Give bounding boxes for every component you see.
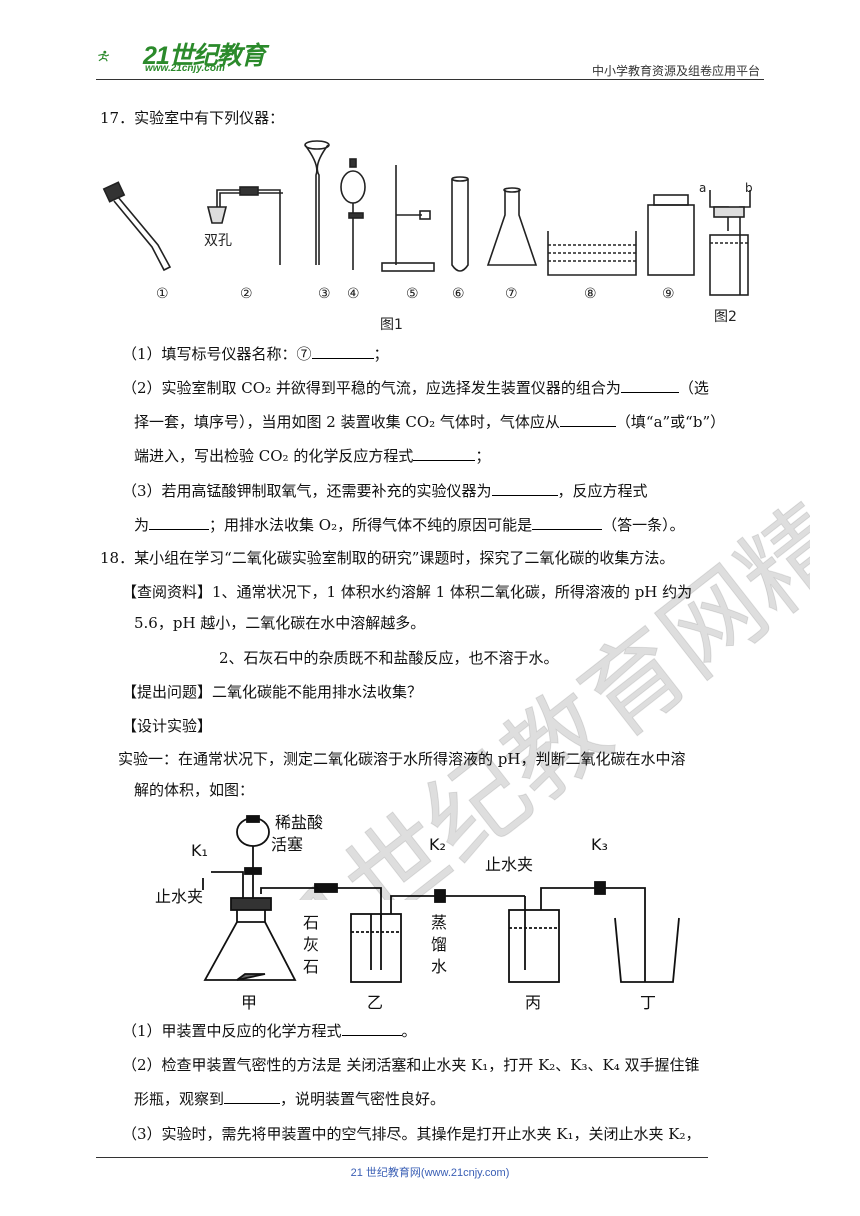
fig1-label-4: ④ [347, 286, 360, 302]
label-shi: 石 [303, 913, 319, 932]
footer-divider [96, 1157, 708, 1158]
q18-info2: 2、石灰石中的杂质既不和盐酸反应，也不溶于水。 [219, 649, 559, 667]
footer-text: 21 世纪教育网(www.21cnjy.com) [350, 1167, 510, 1179]
label-zhishuijia-left: 止水夹 [155, 887, 203, 906]
label-zheng: 蒸 [431, 913, 447, 932]
header-divider [96, 79, 764, 80]
figure-experiment-apparatus: 稀盐酸 活塞 K₁ K₂ K₃ 止水夹 止水夹 石 灰 石 蒸 馏 水 甲 乙 … [155, 813, 680, 1012]
fig1-label-6: ⑥ [452, 286, 465, 302]
fig1-label-3: ③ [318, 286, 331, 302]
label-ding: 丁 [640, 993, 656, 1012]
q17-stem: 17．实验室中有下列仪器： [100, 109, 285, 127]
label-hui: 灰 [303, 935, 319, 954]
label-k2: K₂ [429, 835, 446, 854]
answer-blank[interactable] [149, 515, 210, 530]
q17-part2-line1: （2）实验室制取 CO₂ 并欲得到平稳的气流，应选择发生装置仪器的组合为（选 [122, 378, 709, 397]
label-jia: 甲 [241, 993, 257, 1012]
q18-info1b: 5.6，pH 越小，二氧化碳在水中溶解越多。 [134, 614, 426, 632]
logo-text: 21世纪教育 [143, 42, 266, 70]
q18-sub3: （3）实验时，需先将甲装置中的空气排尽。其操作是打开止水夹 K₁，关闭止水夹 K… [122, 1125, 701, 1143]
figure-1-instruments: ① ② ③ ④ ⑤ ⑥ ⑦ ⑧ ⑨ 双孔 图1 图2 a b [102, 140, 753, 333]
answer-blank[interactable] [311, 344, 374, 359]
label-shui: 水 [431, 957, 447, 976]
fig2-caption: 图2 [714, 309, 737, 325]
fig1-label-5: ⑤ [406, 286, 419, 302]
q18-design: 【设计实验】 [122, 717, 213, 735]
label-huosai: 活塞 [271, 835, 303, 854]
q18-info1: 【查阅资料】1、通常状况下，1 体积水约溶解 1 体积二氧化碳，所得溶液的 pH… [122, 583, 693, 601]
label-k1: K₁ [191, 841, 208, 860]
answer-blank[interactable] [491, 481, 558, 496]
q18-sub2-line1: （2）检查甲装置气密性的方法是 关闭活塞和止水夹 K₁，打开 K₂、K₃、K₄ … [122, 1056, 700, 1074]
label-shuangkong: 双孔 [204, 233, 232, 249]
fig2-label-b: b [745, 181, 753, 195]
label-liu: 馏 [431, 935, 447, 954]
answer-blank[interactable] [413, 446, 476, 461]
label-xiyansuan: 稀盐酸 [275, 813, 323, 832]
label-zhishuijia-top: 止水夹 [485, 855, 533, 874]
answer-blank[interactable] [341, 1021, 402, 1036]
q17-part1: （1）填写标号仪器名称：⑦； [122, 344, 389, 363]
answer-blank[interactable] [620, 378, 679, 393]
label-yi: 乙 [367, 993, 383, 1012]
logo-runner-icon [98, 50, 110, 62]
label-k3: K₃ [591, 835, 608, 854]
fig2-label-a: a [699, 181, 706, 195]
header-platform-text: 中小学教育资源及组卷应用平台 [591, 64, 760, 78]
fig1-label-7: ⑦ [505, 286, 518, 302]
answer-blank[interactable] [559, 412, 616, 427]
q18-sub2-line2: 形瓶，观察到，说明装置气密性良好。 [134, 1089, 446, 1108]
q17-part3-line1: （3）若用高锰酸钾制取氧气，还需要补充的实验仪器为，反应方程式 [122, 481, 648, 500]
fig1-caption: 图1 [380, 317, 403, 333]
answer-blank[interactable] [224, 1089, 281, 1104]
q18-sub1: （1）甲装置中反应的化学方程式。 [122, 1021, 417, 1040]
answer-blank[interactable] [532, 515, 603, 530]
label-shi2: 石 [303, 957, 319, 976]
q17-part3-line2: 为；用排水法收集 O₂，所得气体不纯的原因可能是（答一条）。 [134, 515, 685, 534]
logo-url: www.21cnjy.com [145, 63, 225, 74]
fig1-label-2: ② [240, 286, 253, 302]
label-bing: 丙 [525, 993, 541, 1012]
q18-question: 【提出问题】二氧化碳能不能用排水法收集？ [122, 683, 423, 701]
q18-exp1-line2: 解的体积，如图： [134, 781, 255, 799]
fig1-label-1: ① [156, 286, 169, 302]
q17-part2-line2: 择一套，填序号），当用如图 2 装置收集 CO₂ 气体时，气体应从（填“a”或“… [134, 412, 726, 431]
fig1-label-9: ⑨ [662, 286, 675, 302]
q17-part2-line3: 端进入，写出检验 CO₂ 的化学反应方程式； [134, 446, 491, 465]
q18-exp1-line1: 实验一：在通常状况下，测定二氧化碳溶于水所得溶液的 pH，判断二氧化碳在水中溶 [118, 750, 686, 768]
fig1-label-8: ⑧ [584, 286, 597, 302]
q18-stem: 18．某小组在学习“二氧化碳实验室制取的研究”课题时，探究了二氧化碳的收集方法。 [100, 549, 675, 567]
